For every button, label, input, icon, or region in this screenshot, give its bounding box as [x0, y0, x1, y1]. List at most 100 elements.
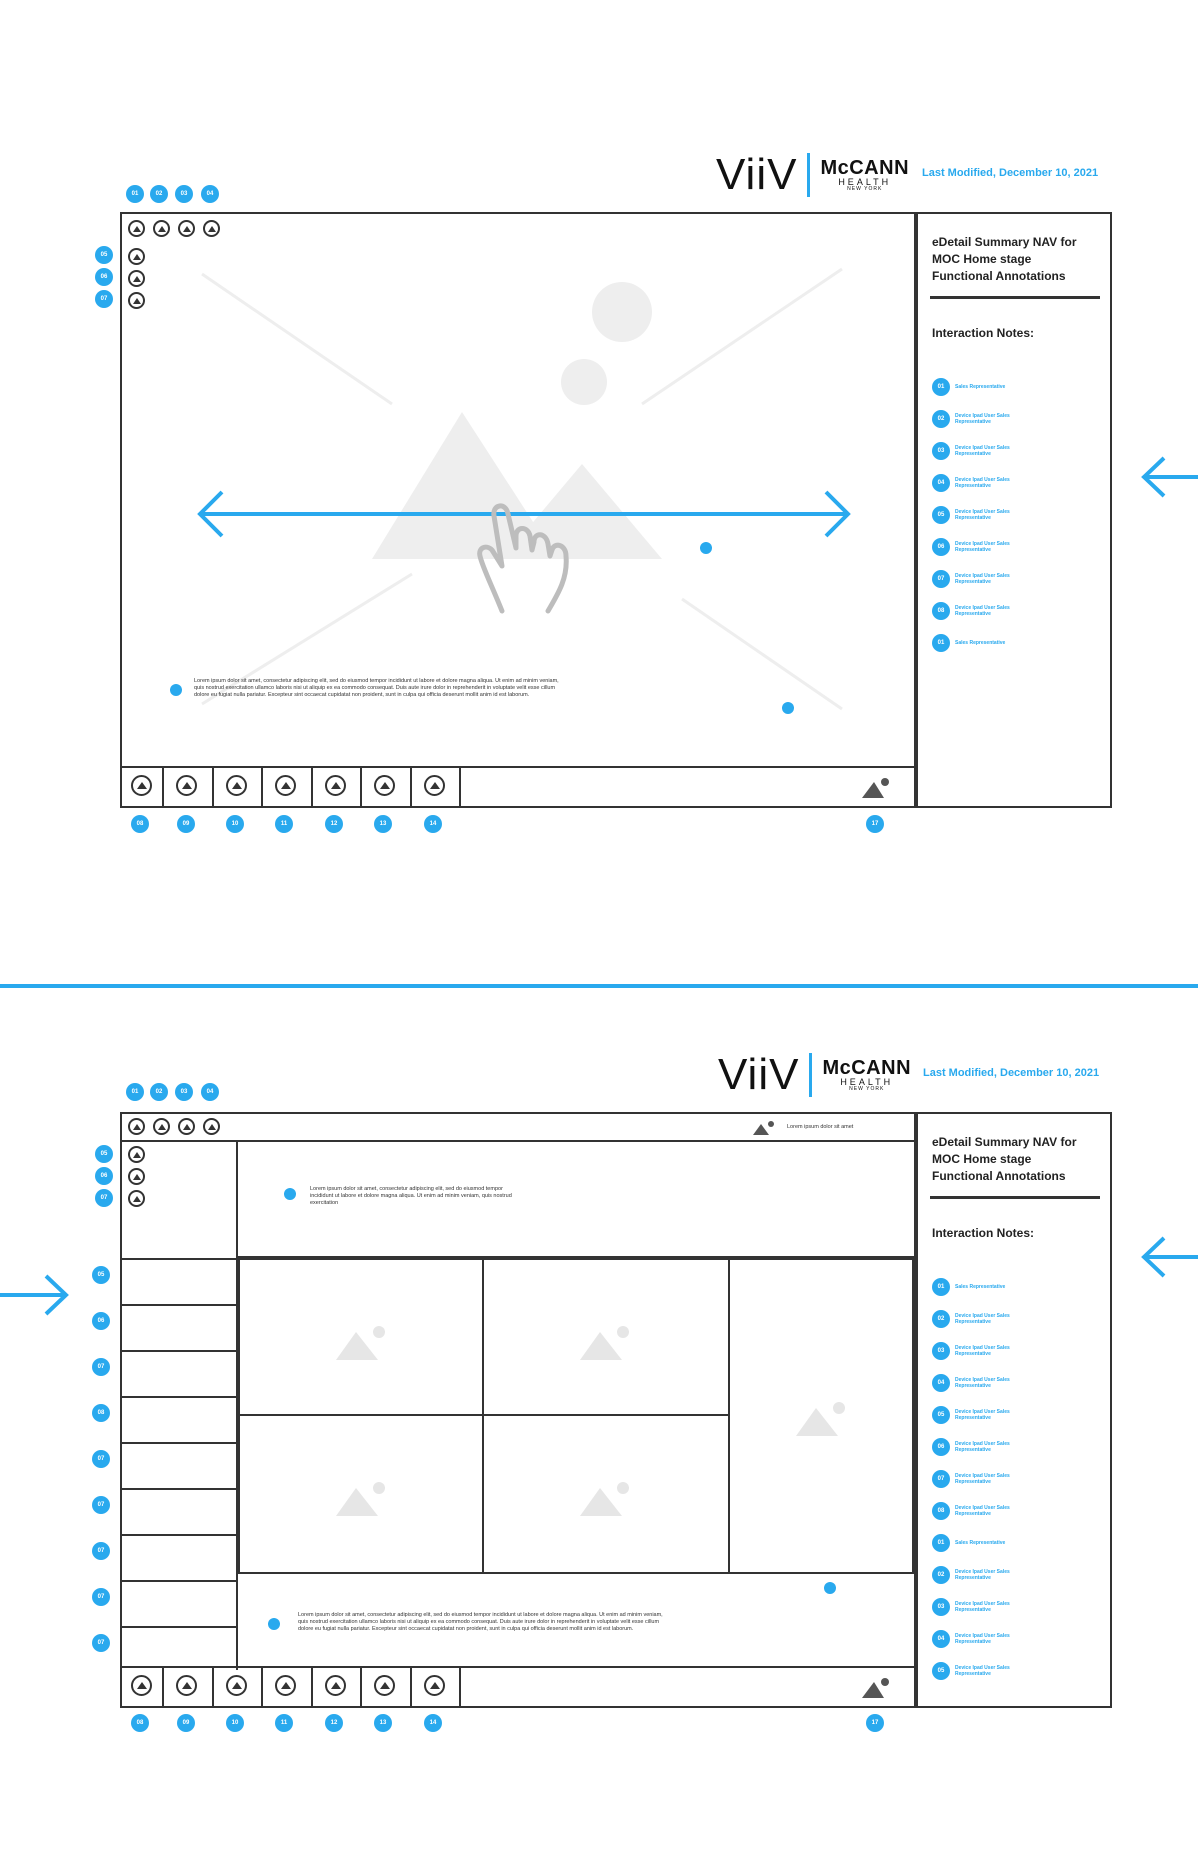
list-row[interactable] [122, 1306, 236, 1352]
nav-icon-4[interactable] [203, 1118, 220, 1135]
bottom-nav-cell-4[interactable] [263, 768, 313, 806]
marker-08: 08 [131, 815, 149, 833]
marker-01: 01 [126, 1083, 144, 1101]
marker-16 [824, 1582, 836, 1594]
bottom-nav-cell-6[interactable] [362, 1668, 412, 1706]
image-icon [336, 1326, 385, 1360]
thumbnail-4[interactable] [238, 1414, 484, 1574]
list-row[interactable] [122, 1582, 236, 1628]
marker-04: 04 [201, 1083, 219, 1101]
double-arrow-icon [197, 490, 851, 538]
list-row[interactable] [122, 1398, 236, 1444]
arrow-left-icon [1141, 456, 1198, 498]
marker-15 [700, 542, 712, 554]
intro-text: Lorem ipsum dolor sit amet, consectetur … [310, 1186, 512, 1206]
marker-09: 09 [177, 815, 195, 833]
side-icon-3[interactable] [128, 1190, 145, 1207]
list-row[interactable] [122, 1260, 236, 1306]
body-text: Lorem ipsum dolor sit amet, consectetur … [194, 678, 559, 698]
bottom-nav [122, 766, 914, 806]
side-list [122, 1258, 238, 1670]
marker-11: 11 [275, 815, 293, 833]
side-icon-2[interactable] [128, 270, 145, 287]
list-marker: 08 [92, 1404, 110, 1422]
side-icon-1[interactable] [128, 248, 145, 265]
marker-01: 01 [126, 185, 144, 203]
list-marker: 07 [92, 1496, 110, 1514]
marker-16 [782, 702, 794, 714]
marker-14: 14 [424, 1714, 442, 1732]
bottom-icon-7 [424, 775, 445, 796]
thumbnail-5[interactable] [482, 1414, 730, 1574]
logo-separator [807, 153, 811, 197]
thumbnail-3[interactable] [728, 1258, 914, 1574]
list-marker: 07 [92, 1358, 110, 1376]
marker-06: 06 [95, 268, 113, 286]
nav-icon-3[interactable] [178, 220, 195, 237]
image-icon[interactable] [860, 1676, 892, 1700]
frame-1: ViiV McCANN HEALTH NEW YORK Last Modifie… [0, 0, 1198, 960]
list-row[interactable] [122, 1352, 236, 1398]
bottom-nav-cell-4[interactable] [263, 1668, 313, 1706]
image-icon [336, 1482, 385, 1516]
list-row[interactable] [122, 1444, 236, 1490]
header-bar: Lorem ipsum dolor sit amet [122, 1114, 914, 1142]
header-caption: Lorem ipsum dolor sit amet [787, 1124, 854, 1130]
bottom-nav-cell-7[interactable] [412, 1668, 461, 1706]
marker-11: 11 [275, 1714, 293, 1732]
bottom-nav-cell-1[interactable] [122, 768, 164, 806]
bottom-nav-cell-2[interactable] [164, 1668, 214, 1706]
stage-screen: Lorem ipsum dolor sit amet, consectetur … [120, 212, 916, 808]
list-row[interactable] [122, 1490, 236, 1536]
bottom-nav-cell-3[interactable] [214, 768, 263, 806]
image-icon [580, 1326, 629, 1360]
text-marker [170, 684, 182, 696]
image-icon[interactable] [860, 776, 892, 800]
marker-04: 04 [201, 185, 219, 203]
nav-icon-4[interactable] [203, 220, 220, 237]
marker-08: 08 [131, 1714, 149, 1732]
list-marker: 07 [92, 1588, 110, 1606]
nav-icon-2[interactable] [153, 1118, 170, 1135]
hand-swipe-icon [477, 503, 569, 614]
brand-logo: ViiV McCANN HEALTH NEW YORK [718, 1050, 911, 1100]
thumbnail-2[interactable] [482, 1258, 730, 1416]
bottom-nav-cell-5[interactable] [313, 1668, 362, 1706]
bottom-icon-4 [275, 1675, 296, 1696]
list-row[interactable] [122, 1536, 236, 1582]
bottom-nav-cell-3[interactable] [214, 1668, 263, 1706]
side-icon-2[interactable] [128, 1168, 145, 1185]
bottom-icon-5 [325, 1675, 346, 1696]
side-icon-1[interactable] [128, 1146, 145, 1163]
marker-09: 09 [177, 1714, 195, 1732]
nav-icon-3[interactable] [178, 1118, 195, 1135]
bottom-nav-cell-5[interactable] [313, 768, 362, 806]
nav-icon-2[interactable] [153, 220, 170, 237]
mccann-logo: McCANN HEALTH NEW YORK [822, 1057, 912, 1092]
arrow-right-icon [0, 1274, 69, 1316]
nav-icon-1[interactable] [128, 220, 145, 237]
bottom-nav-cell-2[interactable] [164, 768, 214, 806]
bottom-nav-cell-6[interactable] [362, 768, 412, 806]
thumbnail-1[interactable] [238, 1258, 484, 1416]
list-marker: 07 [92, 1450, 110, 1468]
bottom-nav-cell-1[interactable] [122, 1668, 164, 1706]
annotation-panel: eDetail Summary NAV for MOC Home stage F… [916, 1112, 1112, 1708]
nav-icon-1[interactable] [128, 1118, 145, 1135]
side-icon-3[interactable] [128, 292, 145, 309]
bottom-nav-cell-7[interactable] [412, 768, 461, 806]
bottom-icon-4 [275, 775, 296, 796]
